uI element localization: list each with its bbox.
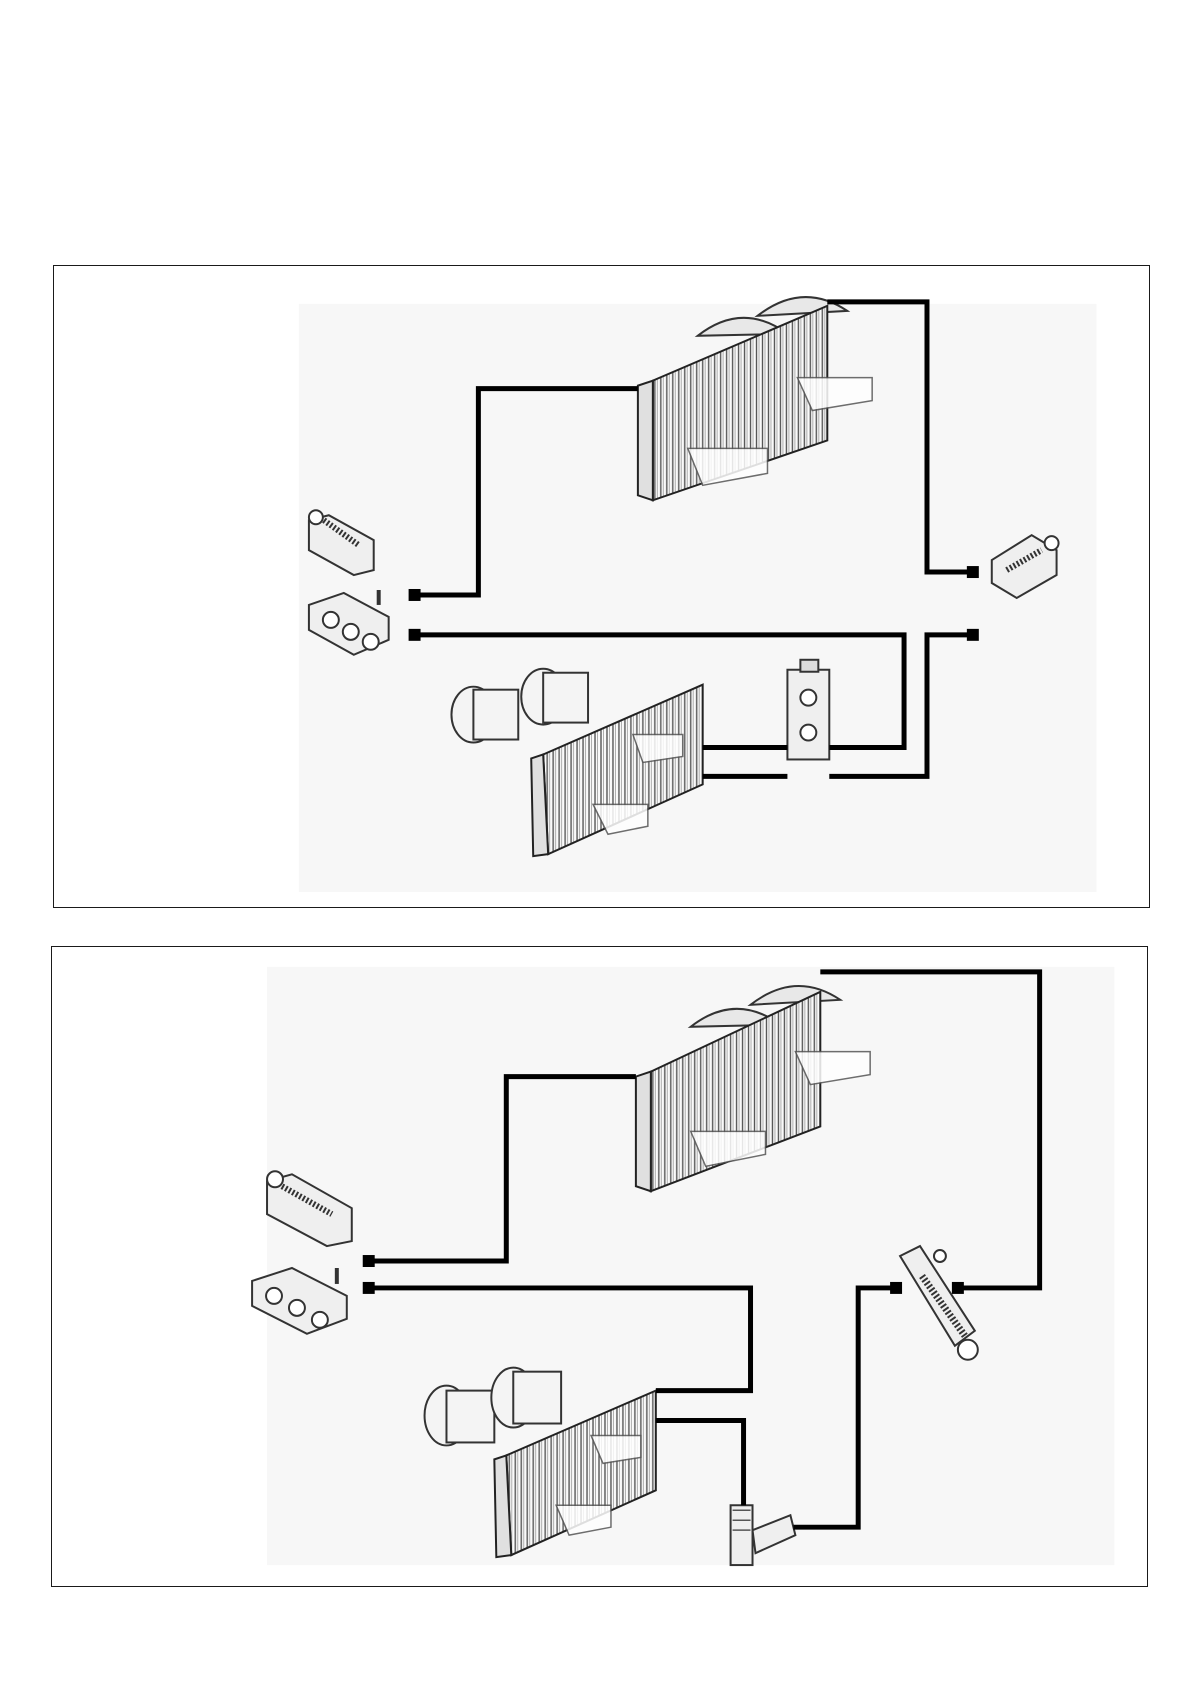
diagram-panel-top — [53, 265, 1150, 908]
ac-system-diagram-top — [54, 266, 1149, 907]
ac-system-diagram-bottom — [52, 947, 1147, 1586]
diagram-panel-bottom — [51, 946, 1148, 1587]
expansion-valve-icon — [787, 660, 829, 760]
